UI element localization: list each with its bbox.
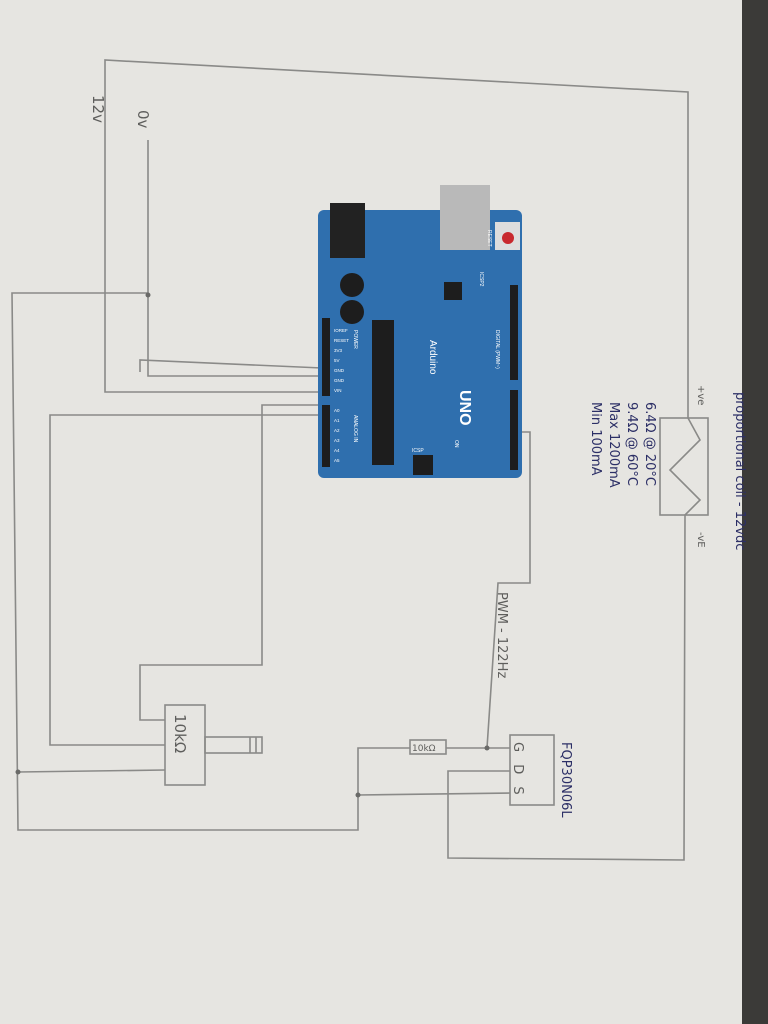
- on-label: ON: [453, 440, 459, 448]
- pin-label: A5: [334, 458, 340, 463]
- pin-label: RESET: [334, 338, 349, 343]
- pin-label: A2: [334, 428, 340, 433]
- pin-label: GND: [334, 378, 345, 383]
- pin-label: GND: [334, 368, 345, 373]
- wire-pot-5v: [49, 414, 322, 746]
- resistor-label: 10kΩ: [412, 744, 436, 754]
- resistor: [409, 739, 447, 755]
- microcontroller-chip: [372, 320, 394, 465]
- power-jack: [330, 203, 365, 258]
- wire-pwm: [486, 431, 531, 749]
- pot-label: 10kΩ: [171, 714, 189, 753]
- label-0v: 0v: [134, 110, 152, 129]
- coil-spec: Min 100mA: [588, 402, 603, 476]
- pwm-label: PWM - 122Hz: [494, 592, 509, 678]
- digital-header-high: [510, 285, 518, 380]
- reset-label: RESET: [486, 230, 492, 247]
- pin-label: 3V3: [334, 348, 343, 353]
- wire-12v-loop: [104, 59, 689, 418]
- power-header: [322, 318, 330, 396]
- coil-negative-label: -vE: [695, 532, 706, 548]
- icsp-header: [413, 455, 433, 475]
- coil-positive-label: +ve: [695, 385, 706, 405]
- pin-label: A1: [334, 418, 340, 423]
- digital-header-label: DIGITAL (PWM~): [494, 330, 500, 369]
- potentiometer: [164, 704, 263, 786]
- coil-spec: Max 1200mA: [606, 402, 621, 488]
- analog-header: [322, 405, 330, 467]
- icsp-label: ICSP: [412, 448, 424, 454]
- label-12v: 12v: [89, 95, 107, 123]
- reset-button[interactable]: [502, 232, 514, 244]
- wire-pot-gnd: [17, 769, 166, 773]
- wire-5v-pot: [139, 359, 323, 372]
- background-edge: [742, 0, 768, 1024]
- arduino-uno-board: UNO Arduino RESET ICSP ICSP2 ON POWER AN…: [318, 185, 522, 478]
- proportional-coil: [659, 417, 709, 516]
- wire-pot-wiper: [139, 404, 322, 721]
- pot-shaft: [204, 736, 263, 754]
- pin-label: A0: [334, 408, 340, 413]
- pin-label: A3: [334, 438, 340, 443]
- junction: [355, 792, 361, 798]
- board-brand: Arduino: [427, 340, 438, 375]
- board-model: UNO: [456, 390, 473, 426]
- coil-body: [659, 417, 709, 516]
- coil-title: proportional coil - 12vdc: [732, 392, 747, 550]
- coil-winding: [668, 417, 702, 516]
- coil-spec: 9.4Ω @ 60°C: [624, 402, 639, 486]
- wire-0v-gnd: [147, 140, 322, 377]
- junction: [484, 745, 490, 751]
- wire-coil-neg: [447, 514, 686, 861]
- wires: [11, 59, 689, 861]
- board: [318, 210, 522, 478]
- wire-pulldown: [357, 747, 410, 795]
- pin-label: VIN: [334, 388, 342, 393]
- analog-header-label: ANALOG IN: [352, 415, 358, 443]
- pin-label: 5V: [334, 358, 340, 363]
- junction: [145, 292, 151, 298]
- icsp2-label: ICSP2: [478, 272, 484, 287]
- junction: [15, 769, 21, 775]
- mosfet-body: [509, 734, 555, 806]
- wire-gnd-rail: [11, 292, 359, 831]
- mosfet-pin-labels: G D S: [510, 742, 525, 799]
- pin-label: IOREF: [334, 328, 348, 333]
- wire-12v-vin: [104, 140, 322, 393]
- digital-header-low: [510, 390, 518, 470]
- usb-port: [440, 185, 490, 250]
- wire-source: [357, 792, 511, 796]
- power-header-label: POWER: [352, 330, 358, 349]
- pin-label: A4: [334, 448, 340, 453]
- mosfet-label: FQP30N06L: [558, 742, 573, 818]
- coil-spec: 6.4Ω @ 20°C: [642, 402, 657, 486]
